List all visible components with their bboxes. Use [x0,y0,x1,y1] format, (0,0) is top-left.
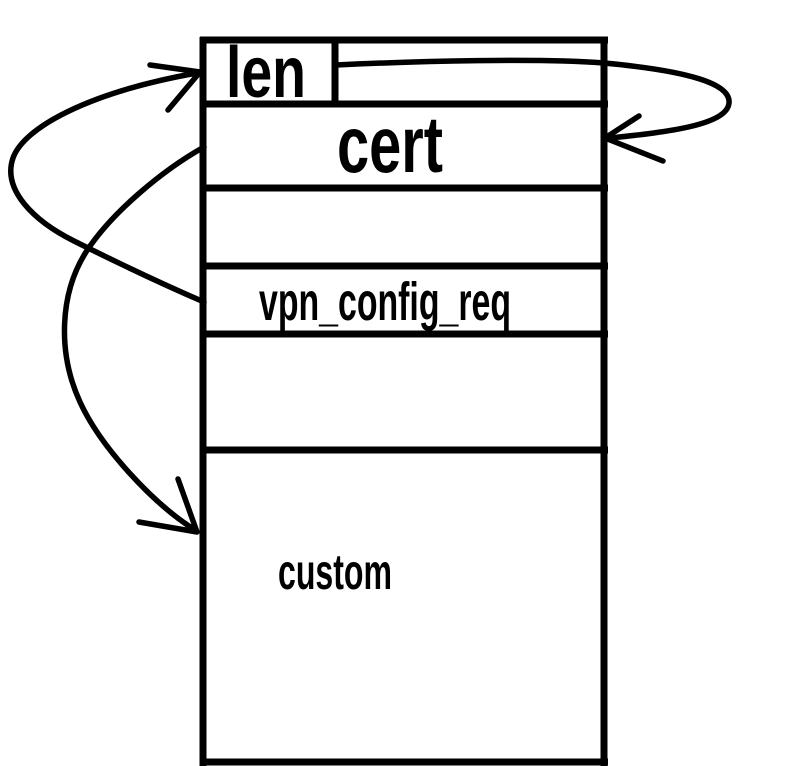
arrow-vpn-to-len [8,62,207,305]
custom-label: custom [278,544,392,600]
arrowhead-into-len [147,62,203,113]
arrow-len-to-cert [333,57,732,164]
arrow-cert-to-custom-curve [61,144,207,533]
arrow-len-to-cert-curve [333,57,732,141]
arrow-vpn-to-len-curve [8,70,207,305]
arrow-cert-to-custom [61,144,207,535]
len-label: len [226,33,306,113]
structure-table [199,36,608,766]
vpn-config-req-label: vpn_config_req [259,272,511,332]
arrows [8,57,732,535]
field-labels: len cert vpn_config_req custom [226,33,511,600]
arrowhead-into-cert [602,113,666,164]
arrowhead-into-custom [136,476,200,535]
cert-label: cert [337,100,443,189]
